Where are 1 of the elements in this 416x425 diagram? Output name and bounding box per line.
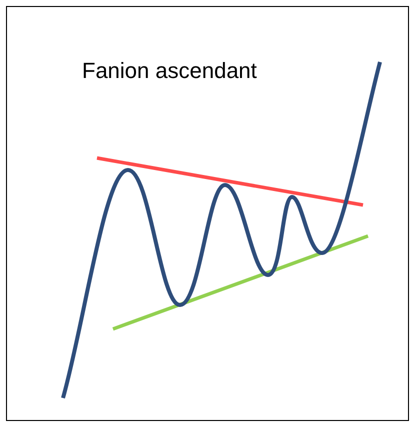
chart-title: Fanion ascendant (82, 58, 257, 84)
